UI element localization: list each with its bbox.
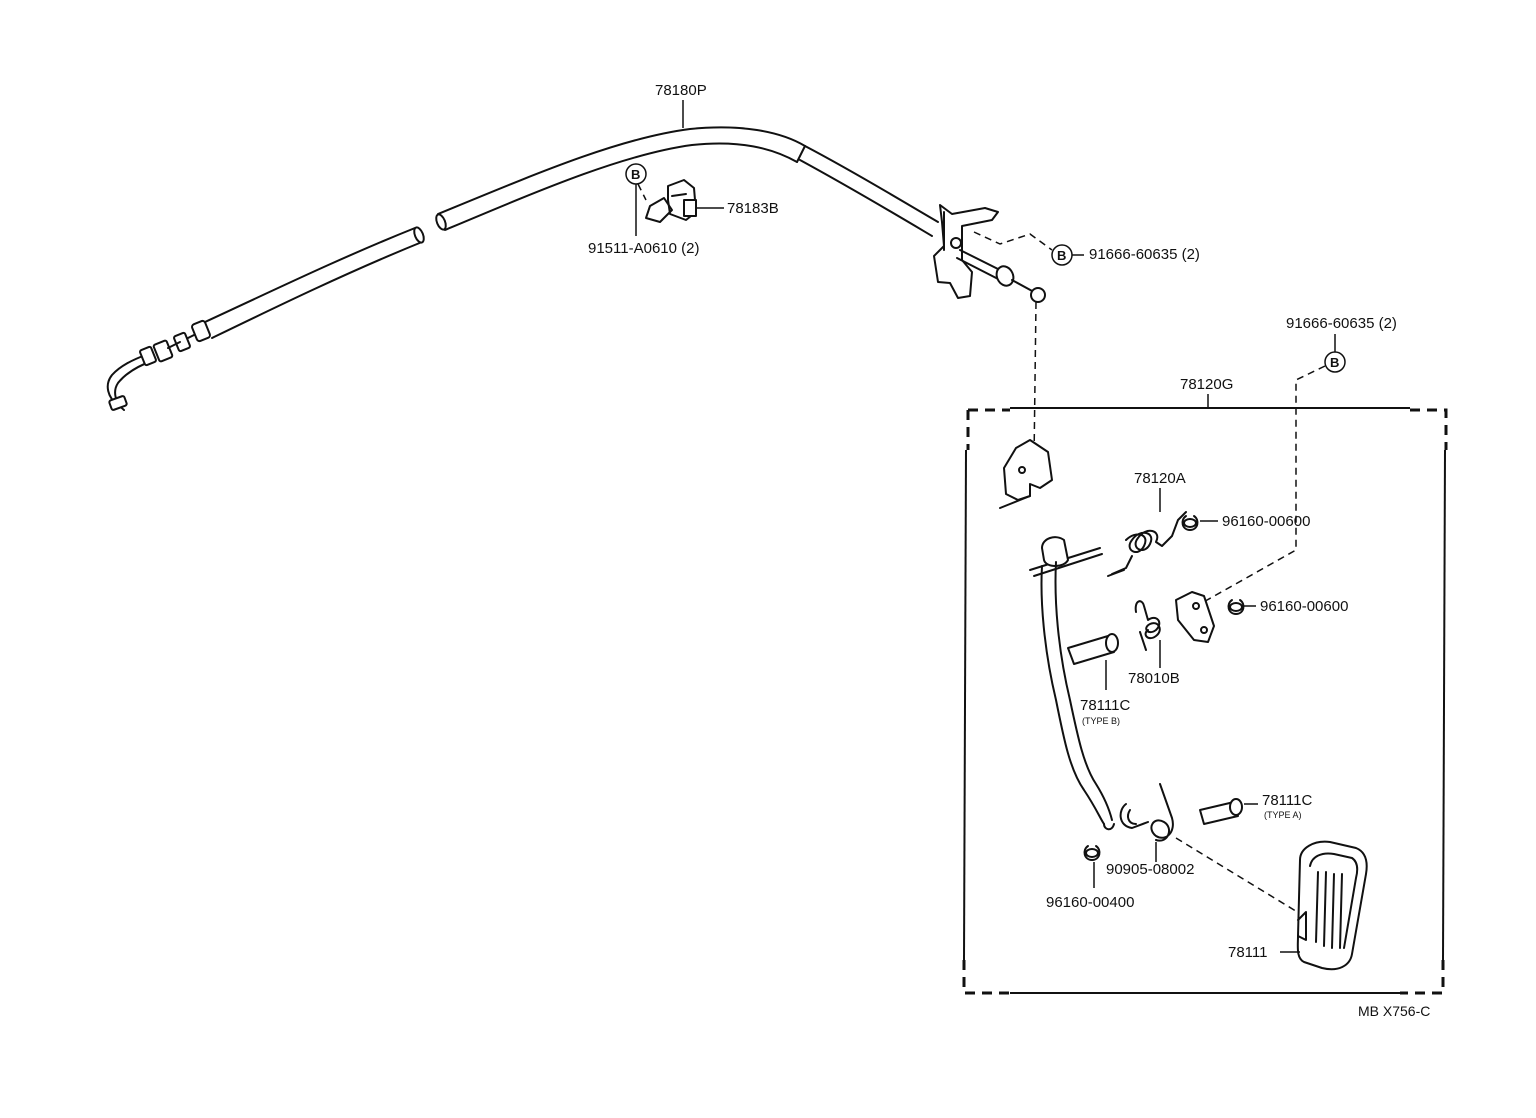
label-bracket: 78183B [697,200,779,217]
svg-text:78183B: 78183B [727,200,779,217]
clip-96160-00600-a: 96160-00600 [1181,513,1310,531]
svg-text:96160-00400: 96160-00400 [1046,894,1134,911]
pedal-pad: 78111 [1228,840,1368,971]
svg-text:96160-00600: 96160-00600 [1260,598,1348,615]
svg-text:78120A: 78120A [1134,470,1186,487]
diagram-id: MB X756-C [1358,1003,1430,1019]
svg-text:78180P: 78180P [655,82,707,99]
svg-text:(TYPE A): (TYPE A) [1264,810,1302,820]
pedal-bracket-plate [1175,591,1215,643]
label-screw-bracket: 91511-A0610 (2) [588,184,699,257]
pin-type-a: 78111C (TYPE A) [1199,792,1312,825]
svg-text:91666-60635 (2): 91666-60635 (2) [1089,246,1200,263]
clip-96160-00400: 96160-00400 [1046,845,1134,911]
pin-type-b: 78111C (TYPE B) [1067,633,1130,726]
svg-text:78120G: 78120G [1180,376,1233,393]
svg-text:78010B: 78010B [1128,670,1180,687]
spring-78010b: 78010B [1128,600,1180,687]
connector-dash-pad [1175,837,1305,917]
pedal-lever [1029,536,1115,831]
svg-text:78111C: 78111C [1262,792,1312,809]
clip-96160-00600-b: 96160-00600 [1227,598,1348,615]
svg-text:78111C: 78111C [1080,697,1130,714]
spring-78120a: 78120A [1107,470,1187,577]
svg-text:90905-08002: 90905-08002 [1106,861,1194,878]
clamp-bracket [645,179,697,223]
pedal-assembly-frame: 78120G [962,376,1448,995]
svg-text:96160-00600: 96160-00600 [1222,513,1310,530]
svg-text:B: B [1330,355,1339,370]
spring-90905-08002: 90905-08002 [1106,783,1194,878]
connector-dash-cable [1033,301,1037,461]
svg-text:B: B [631,167,640,182]
svg-text:(TYPE B): (TYPE B) [1082,716,1120,726]
svg-text:91666-60635 (2): 91666-60635 (2) [1286,315,1397,332]
marker-b-bracket: B [625,163,647,201]
accelerator-cable [106,126,1046,411]
marker-b-bolt-top: B 91666-60635 (2) [973,231,1200,266]
marker-b-bolt-right: 91666-60635 (2) B [1199,315,1397,605]
svg-text:B: B [1057,248,1066,263]
lever-clip [999,439,1053,509]
svg-text:91511-A0610 (2): 91511-A0610 (2) [588,240,699,257]
label-cable: 78180P [655,82,707,128]
svg-text:78111: 78111 [1228,944,1268,961]
